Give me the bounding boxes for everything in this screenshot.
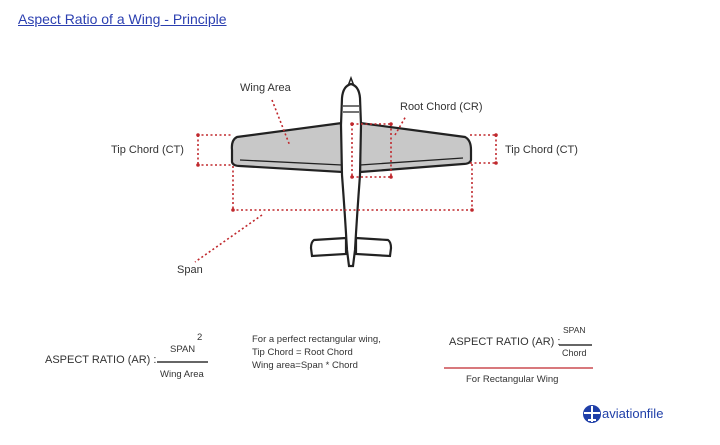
- formula-general-label: ASPECT RATIO (AR) :: [45, 354, 157, 366]
- root-chord-box: [351, 123, 392, 178]
- formula-rect-denominator: Chord: [562, 348, 587, 358]
- horizontal-stabilizer: [309, 236, 393, 258]
- root-chord-label: Root Chord (CR): [400, 101, 483, 113]
- note-line-3: Wing area=Span * Chord: [252, 360, 358, 371]
- page-title: Aspect Ratio of a Wing - Principle: [18, 11, 227, 27]
- airplane: [230, 75, 473, 268]
- tip-chord-left-label: Tip Chord (CT): [111, 144, 184, 156]
- tip-chord-right-box: [470, 134, 497, 164]
- note-line-1: For a perfect rectangular wing,: [252, 334, 381, 345]
- wing-area-label: Wing Area: [240, 82, 291, 94]
- wing-area-leader: [271, 99, 291, 147]
- left-wing: [230, 121, 344, 174]
- formula-rect-numerator: SPAN: [563, 325, 586, 335]
- root-chord-leader: [394, 115, 407, 136]
- span-line: [232, 164, 473, 211]
- span-label: Span: [177, 264, 203, 276]
- logo-text: aviationfile: [602, 406, 664, 421]
- span-leader: [194, 214, 263, 263]
- formula-general-denominator: Wing Area: [160, 369, 204, 380]
- formula-rect-caption: For Rectangular Wing: [466, 374, 559, 385]
- tip-chord-left-box: [197, 134, 232, 166]
- formula-general-numerator: SPAN: [170, 344, 196, 355]
- dimension-lines: [194, 99, 497, 263]
- note-line-2: Tip Chord = Root Chord: [252, 347, 353, 358]
- tip-chord-right-label: Tip Chord (CT): [505, 144, 578, 156]
- formula-general-exponent: 2: [197, 332, 203, 343]
- aviationfile-logo-icon: [583, 405, 601, 423]
- formula-rect-label: ASPECT RATIO (AR) :: [449, 336, 561, 348]
- right-wing: [358, 121, 473, 174]
- fuselage: [339, 82, 363, 268]
